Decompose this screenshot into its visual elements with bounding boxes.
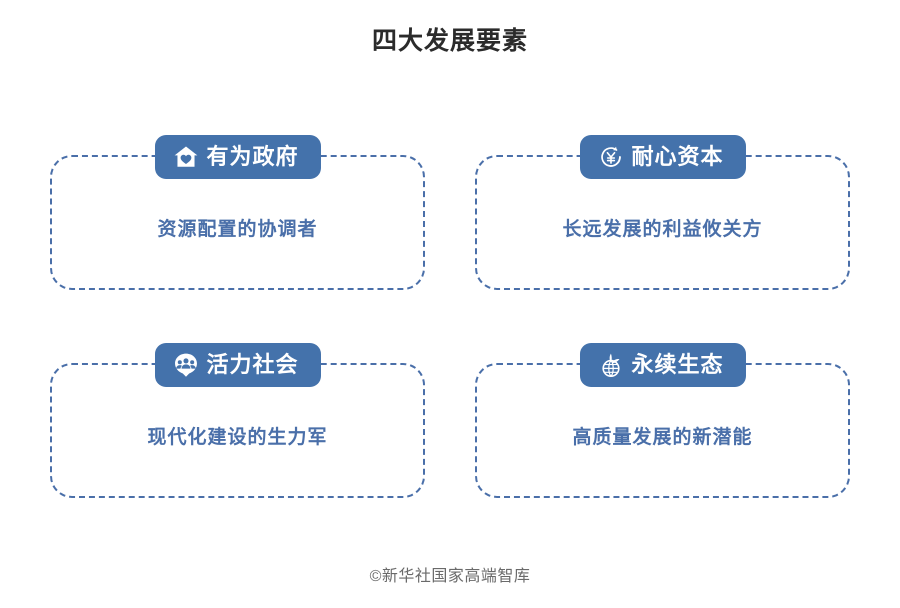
yuan-refresh-icon [597, 144, 623, 170]
cards-grid: 有为政府 资源配置的协调者 [0, 133, 900, 503]
card-badge[interactable]: 有为政府 [154, 135, 321, 179]
card-body: 高质量发展的新潜能 [477, 365, 848, 496]
card-badge[interactable]: 活力社会 [154, 343, 321, 387]
card-description: 高质量发展的新潜能 [572, 427, 753, 449]
home-heart-icon [172, 144, 198, 170]
card-body: 长远发展的利益攸关方 [477, 157, 848, 288]
card-badge[interactable]: 耐心资本 [579, 135, 746, 179]
card-badge[interactable]: 永续生态 [579, 343, 746, 387]
card-badge-label: 永续生态 [631, 352, 724, 377]
card-有为政府: 有为政府 资源配置的协调者 [50, 135, 425, 290]
card-badge-label: 耐心资本 [631, 144, 724, 169]
globe-leaf-icon [597, 352, 623, 378]
people-group-icon [172, 352, 198, 378]
card-永续生态: 永续生态 高质量发展的新潜能 [475, 343, 850, 498]
card-description: 长远发展的利益攸关方 [562, 219, 763, 241]
card-活力社会: 活力社会 现代化建设的生力军 [50, 343, 425, 498]
card-耐心资本: 耐心资本 长远发展的利益攸关方 [475, 135, 850, 290]
card-badge-label: 活力社会 [206, 352, 299, 377]
card-badge-label: 有为政府 [206, 144, 299, 169]
page-title: 四大发展要素 [371, 27, 528, 55]
card-body: 资源配置的协调者 [52, 157, 423, 288]
card-description: 资源配置的协调者 [157, 219, 318, 241]
card-description: 现代化建设的生力军 [147, 427, 328, 449]
card-body: 现代化建设的生力军 [52, 365, 423, 496]
source-attribution: ©新华社国家高端智库 [369, 568, 531, 585]
